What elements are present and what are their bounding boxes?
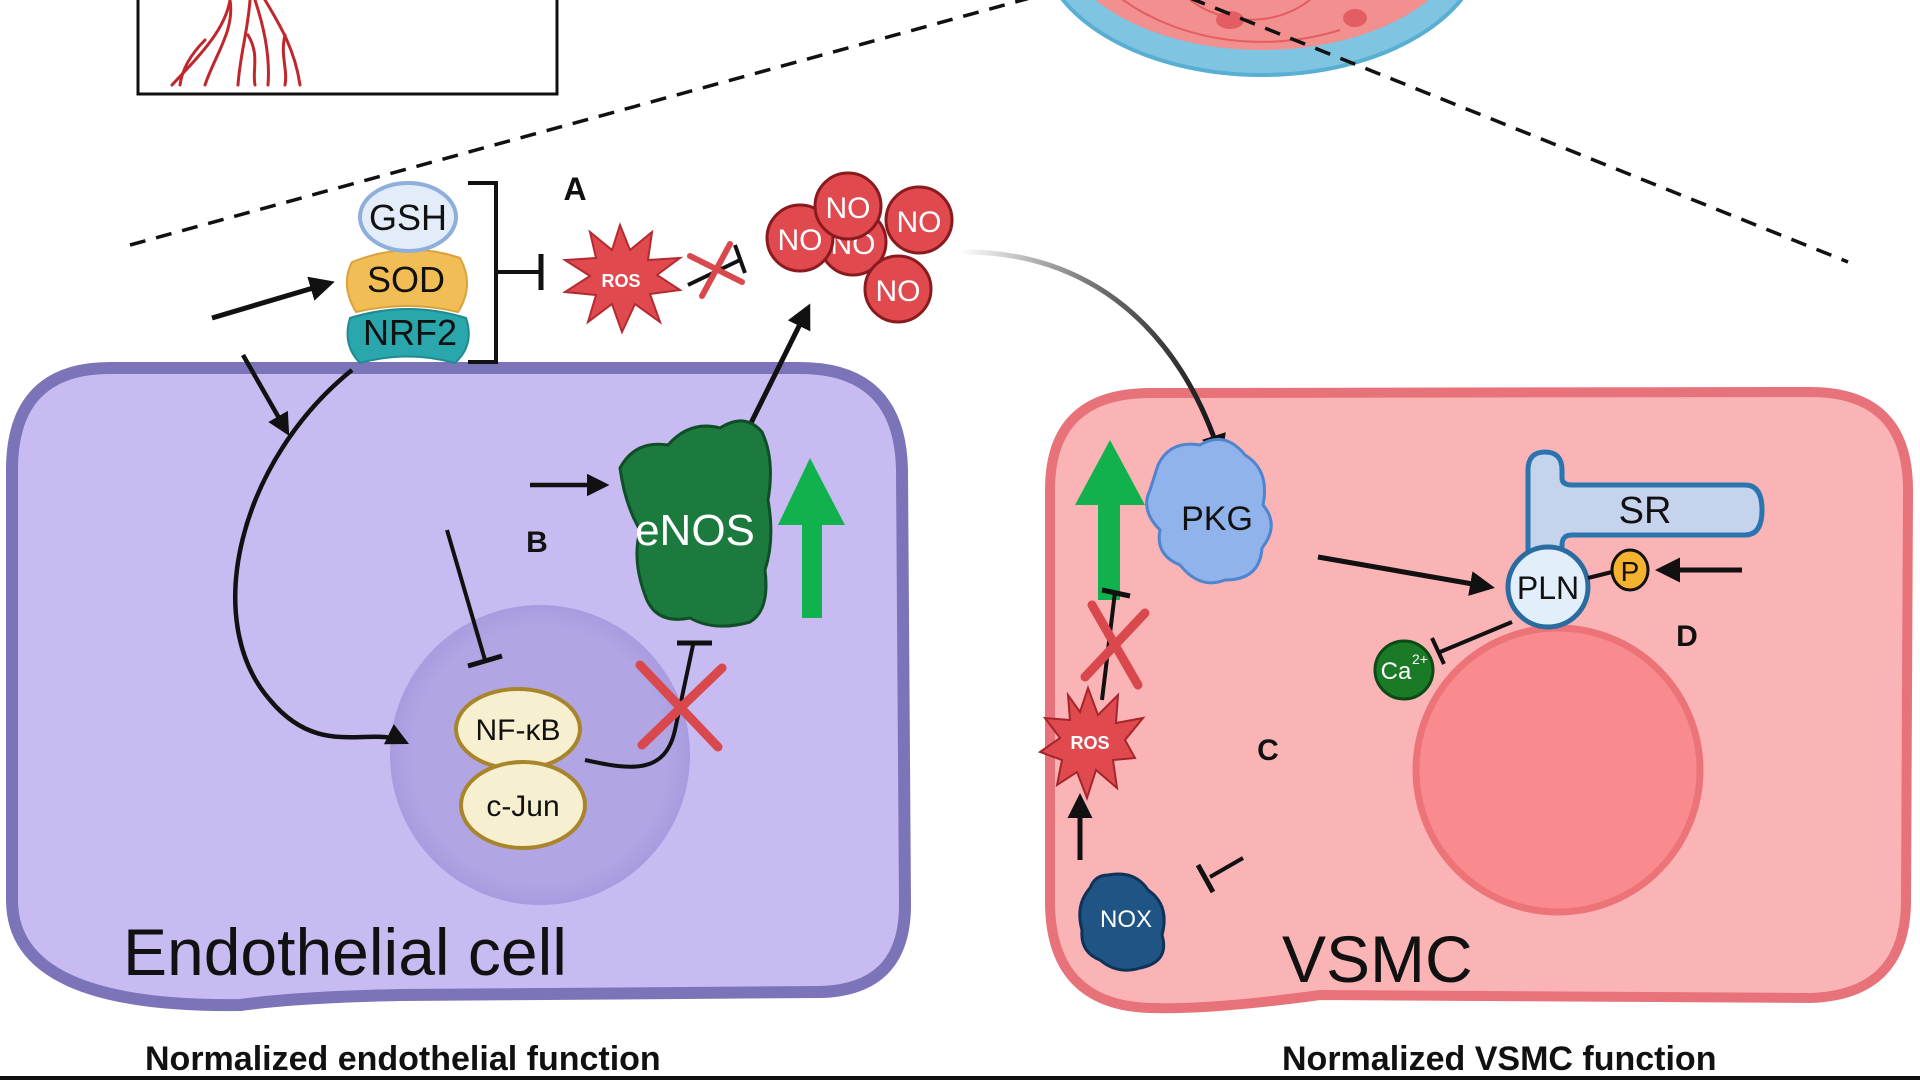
nrf2-shape	[346, 308, 470, 365]
zoom-line-left	[129, 0, 1030, 247]
pkg-label: PKG	[1181, 500, 1253, 538]
pkg-protein: PKG	[1145, 437, 1273, 585]
nrf2-label: NRF2	[363, 312, 457, 353]
antioxidant-stack: GSH SOD NRF2	[345, 181, 470, 365]
arrow-pkg-to-pln	[1317, 554, 1495, 596]
panel-label-c: C	[1257, 734, 1279, 767]
pln-phospho-link	[1587, 570, 1613, 580]
panel-label-d: D	[1676, 620, 1698, 653]
panel-label-b: B	[526, 526, 548, 559]
vsmc-cell-title: VSMC	[1282, 922, 1473, 996]
cjun-label: c-Jun	[486, 790, 559, 823]
gsh-shape	[358, 181, 458, 253]
panel-label-a: A	[563, 171, 586, 207]
arrow-fruit-to-antioxidants	[211, 276, 335, 321]
blocked-inhibition-b	[584, 640, 727, 769]
cjun-shape	[459, 760, 587, 850]
phospho-label: P	[1621, 556, 1640, 587]
inset-box	[136, 0, 559, 96]
nox-protein: NOX	[1078, 872, 1166, 972]
calcium-label: Ca	[1381, 658, 1412, 685]
inhibit-fruit-to-nox	[1209, 856, 1244, 879]
ros-label-c: ROS	[1070, 733, 1109, 753]
phosphate-group: P	[1610, 548, 1650, 592]
inhibit-ca-bar	[1430, 637, 1446, 665]
vessel-cross-section	[1060, 0, 1464, 77]
up-arrow-icon	[778, 458, 845, 618]
vsmc-nucleus	[1412, 624, 1704, 916]
ros-label-a: ROS	[601, 271, 640, 291]
vsmc-caption: Normalized VSMC function	[1282, 1040, 1716, 1078]
endothelial-caption: Normalized endothelial function	[145, 1040, 661, 1078]
blood-vessel-icon	[170, 0, 302, 87]
pln-protein: PLN	[1505, 544, 1591, 630]
enos-label: eNOS	[635, 506, 755, 555]
cross-mark-icon	[687, 241, 745, 299]
nfkb-cjun-complex: NF-κB c-Jun	[454, 687, 587, 850]
antioxidant-bracket	[468, 181, 498, 364]
nox-label: NOX	[1100, 906, 1152, 933]
cross-mark-icon	[635, 660, 727, 752]
calcium-ion: Ca 2+	[1373, 639, 1435, 701]
zoom-line-right	[1190, 0, 1849, 264]
endothelial-cell-title: Endothelial cell	[123, 915, 567, 989]
arrow-nrf2-to-nfkb	[233, 368, 410, 745]
arrow-no-to-pkg	[959, 249, 1226, 460]
inhibit-nfkb-bar	[467, 653, 503, 669]
blocked-inhibition-c	[1080, 587, 1150, 701]
inhibit-fruit-to-nfkb	[445, 529, 487, 661]
no-label: NO	[897, 206, 942, 239]
enos-protein: eNOS	[618, 419, 773, 628]
no-label: NO	[778, 224, 823, 257]
inhibit-nox-bar	[1195, 863, 1216, 894]
arrow-fruit-into-cell	[241, 353, 290, 436]
sr-label: SR	[1619, 490, 1672, 532]
no-label: NO	[876, 275, 921, 308]
ros-star-a: ROS	[561, 222, 684, 335]
no-cluster: NO NO NO NO NO	[765, 171, 954, 324]
no-label: NO	[826, 192, 871, 225]
cross-mark-icon	[1080, 600, 1150, 690]
arrow-enos-to-no	[747, 303, 811, 427]
sod-label: SOD	[367, 259, 445, 300]
gsh-label: GSH	[369, 197, 447, 238]
inhibit-pln-to-ca	[1439, 620, 1513, 654]
blocked-inhibition-a	[687, 241, 747, 299]
calcium-charge: 2+	[1412, 651, 1428, 667]
sarcoplasmic-reticulum: SR	[1525, 449, 1765, 568]
pln-label: PLN	[1517, 570, 1579, 606]
nfkb-label: NF-κB	[476, 714, 561, 747]
up-arrow-icon	[1075, 440, 1145, 600]
